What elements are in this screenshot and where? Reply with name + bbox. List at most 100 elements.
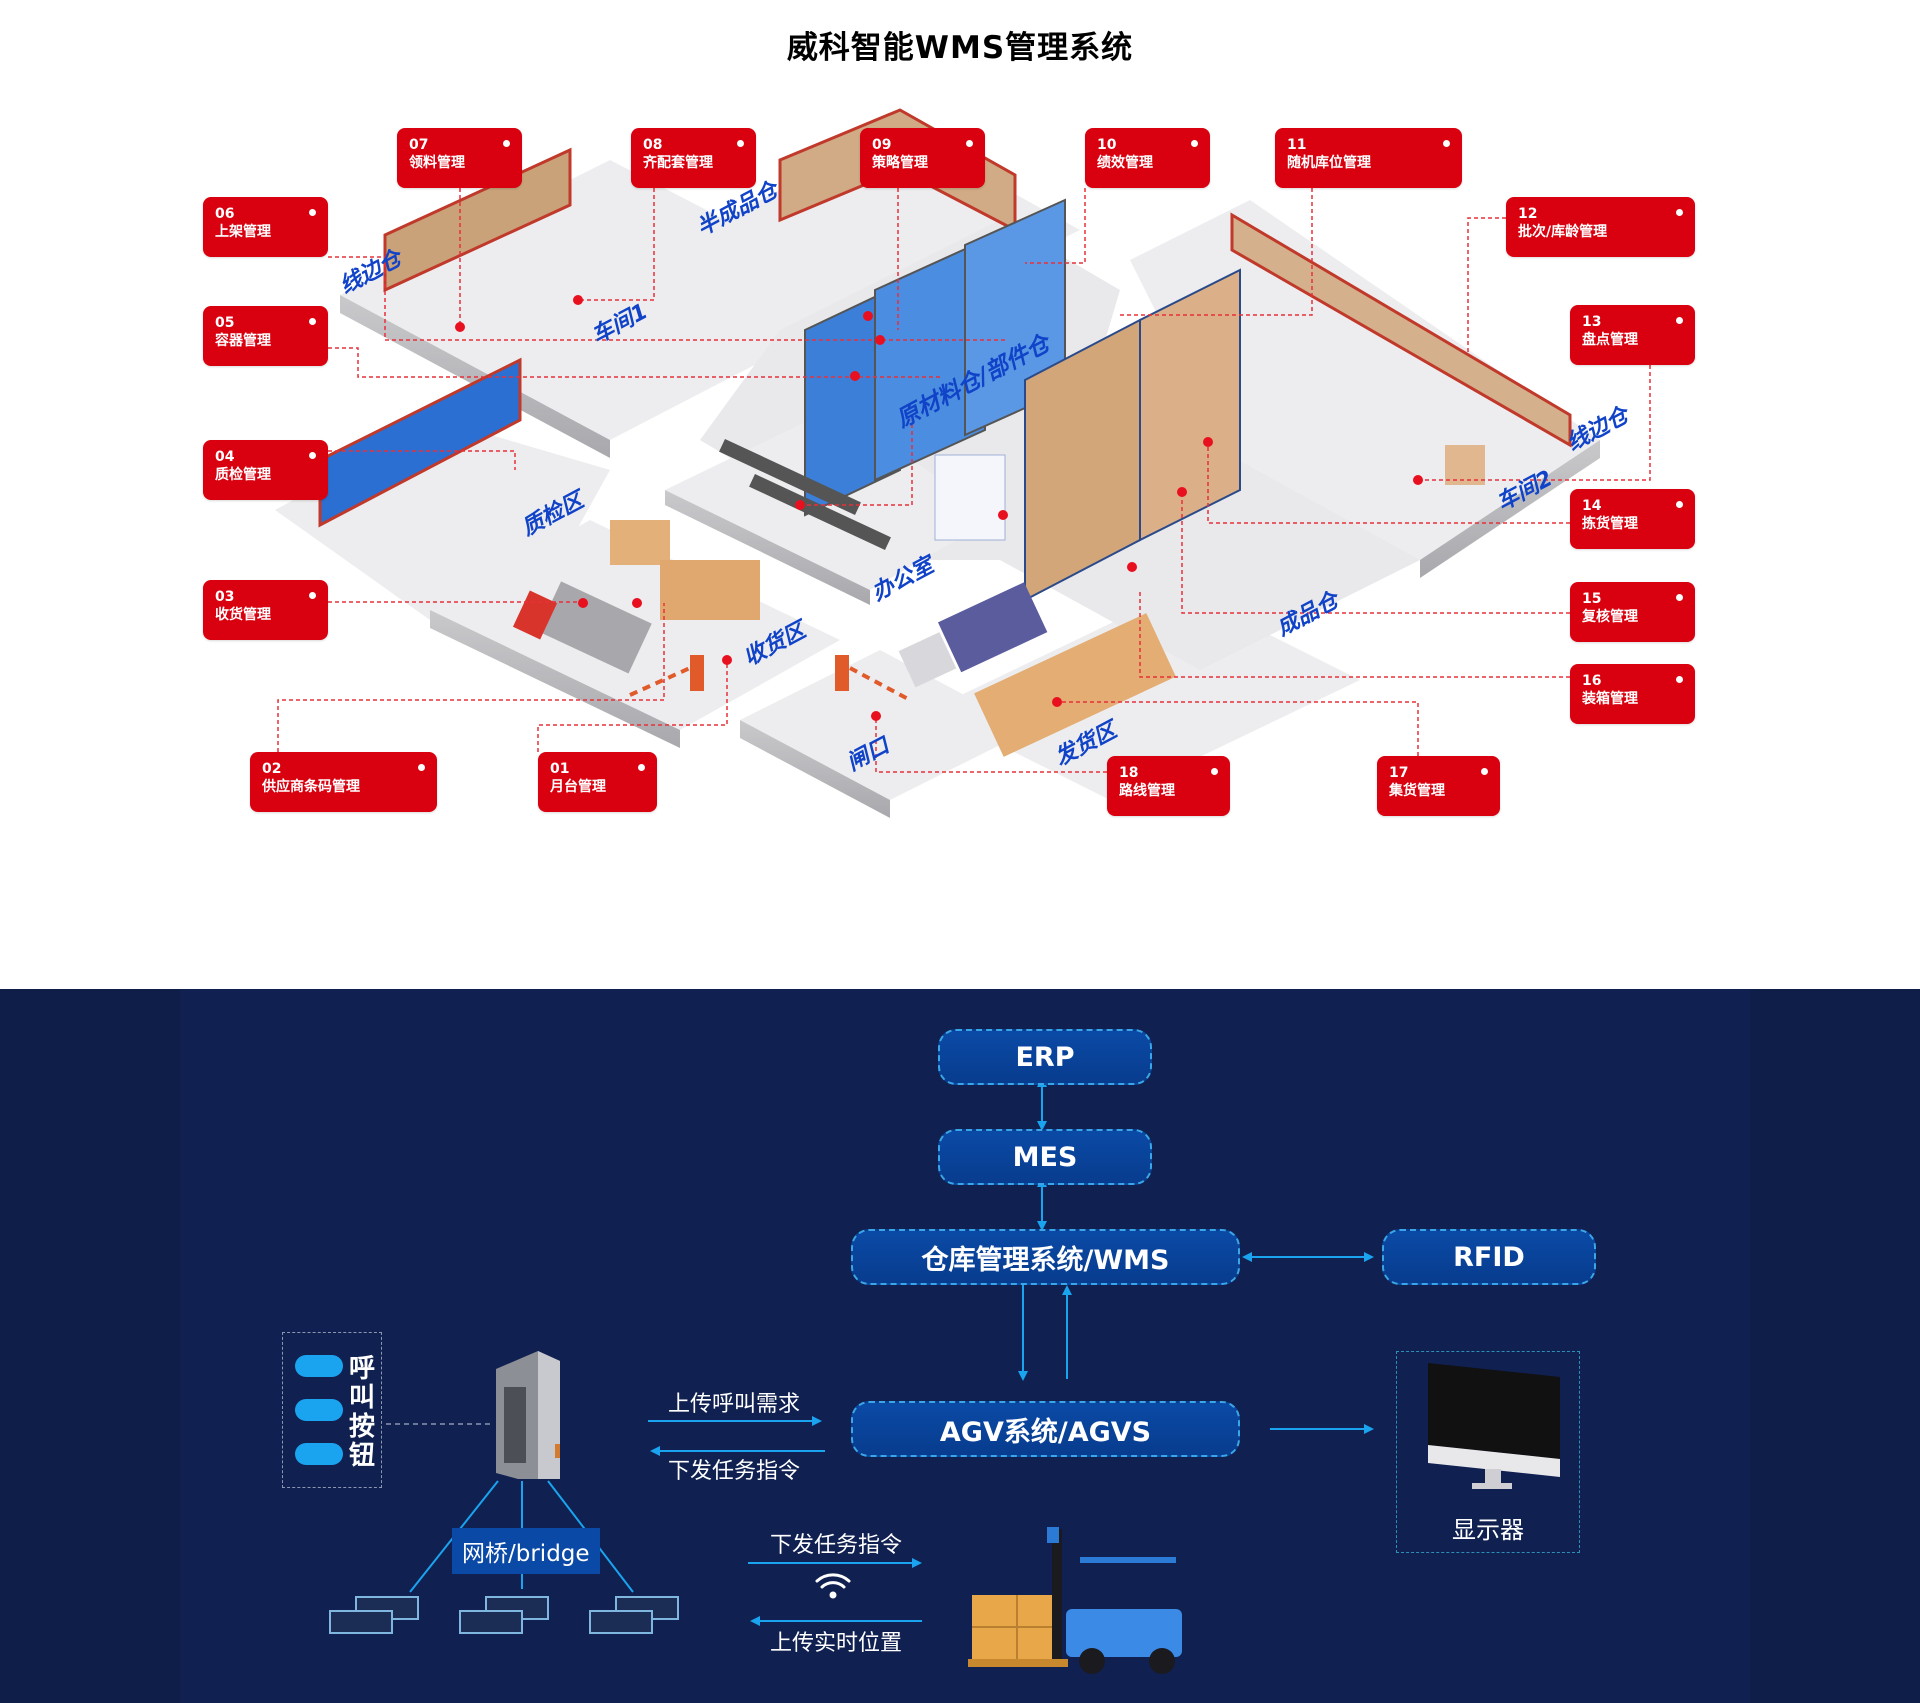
module-number: 14 [1582, 498, 1602, 514]
gate-bar-exit [849, 666, 911, 702]
box-stack-workshop2 [1445, 445, 1485, 485]
hotspot-finished-3 [1127, 562, 1137, 572]
module-name: 领料管理 [409, 155, 465, 171]
rfid-box[interactable]: RFID [1382, 1229, 1596, 1285]
floor-workshop2-edge [1420, 440, 1600, 578]
leader-lines [277, 188, 1651, 773]
desk-row-2 [749, 473, 891, 551]
module-name: 装箱管理 [1582, 691, 1638, 707]
module-number: 02 [262, 761, 282, 777]
module-13[interactable]: 13 盘点管理 [1570, 305, 1695, 365]
wms-label: 仓库管理系统/WMS [921, 1244, 1170, 1276]
module-name: 随机库位管理 [1287, 155, 1371, 171]
rack-right-long [1230, 212, 1572, 448]
hotspot-raw-1 [863, 311, 873, 321]
display-panel: 显示器 [1396, 1351, 1580, 1553]
leader-16 [1139, 592, 1570, 678]
bridge-device-2-front [459, 1610, 523, 1634]
forklift-agv-icon [968, 1527, 1182, 1674]
dot-icon [638, 764, 645, 771]
floor-gate [740, 650, 1030, 800]
dot-icon [1191, 140, 1198, 147]
finished-rack-2 [1139, 268, 1241, 542]
leader-office [800, 420, 913, 506]
truck-receiving-body [537, 581, 652, 674]
mes-box[interactable]: MES [938, 1129, 1152, 1185]
leader-05 [328, 347, 940, 378]
erp-box[interactable]: ERP [938, 1029, 1152, 1085]
erp-label: ERP [1015, 1041, 1075, 1073]
module-name: 质检管理 [215, 467, 271, 483]
call-button-3[interactable] [295, 1443, 343, 1465]
dot-icon [737, 140, 744, 147]
hotspot-gate [871, 711, 881, 721]
module-number: 13 [1582, 314, 1602, 330]
hotspot-office [795, 500, 805, 510]
module-number: 03 [215, 589, 235, 605]
module-number: 07 [409, 137, 429, 153]
server-icon [496, 1351, 560, 1479]
architecture-panel [180, 989, 1750, 1703]
gate-bar-receiving [629, 666, 691, 697]
truck-delivery-body [937, 582, 1048, 673]
dot-icon [309, 209, 316, 216]
leader-08 [578, 188, 655, 301]
hotspot-raw-2 [875, 335, 885, 345]
agvs-label: AGV系统/AGVS [939, 1416, 1152, 1448]
blue-rack-2 [874, 238, 986, 482]
truck-delivery-cab [898, 632, 957, 688]
hotspot-workshop1 [455, 322, 465, 332]
agvs-box[interactable]: AGV系统/AGVS [851, 1401, 1240, 1457]
hotspot-receiving-3 [722, 655, 732, 665]
truck-receiving-cab [512, 590, 558, 640]
issue-task-label: 下发任务指令 [668, 1459, 801, 1484]
leader-06 [328, 256, 1005, 341]
module-11[interactable]: 11 随机库位管理 [1275, 128, 1462, 188]
floor-office-edge [665, 490, 870, 605]
page-title: 威科智能WMS管理系统 [786, 30, 1134, 66]
wms-box[interactable]: 仓库管理系统/WMS [851, 1229, 1240, 1285]
cargo-boxes [610, 445, 1485, 757]
module-number: 11 [1287, 137, 1307, 153]
architecture-connectors [329, 1077, 1560, 1674]
module-name: 策略管理 [872, 155, 928, 171]
upload-call-label: 上传呼叫需求 [668, 1392, 801, 1417]
hotspot-finished-1 [1203, 437, 1213, 447]
bridge-device-3-front [589, 1610, 653, 1634]
hotspot-dashboard [998, 510, 1008, 520]
monitor-icon [1428, 1363, 1560, 1489]
architecture-section: ERP MES 仓库管理系统/WMS RFID AGV系统/AGVS 呼叫按钮 … [0, 989, 1920, 1703]
rfid-label: RFID [1453, 1241, 1525, 1273]
module-number: 12 [1518, 206, 1538, 222]
floor-finished [1000, 450, 1420, 670]
wifi-icon [815, 1573, 851, 1599]
rack-qc-blue [318, 357, 522, 528]
module-name: 复核管理 [1582, 609, 1638, 625]
module-name: 上架管理 [215, 224, 271, 240]
module-number: 05 [215, 315, 235, 331]
module-number: 01 [550, 761, 570, 777]
call-button-2[interactable] [295, 1399, 343, 1421]
dot-icon [1481, 768, 1488, 775]
desk-row-1 [719, 438, 861, 516]
dot-icon [1676, 594, 1683, 601]
module-07[interactable]: 07 领料管理 [397, 128, 522, 188]
module-name: 盘点管理 [1582, 332, 1638, 348]
call-button-1[interactable] [295, 1355, 343, 1377]
leader-11 [1120, 188, 1313, 316]
